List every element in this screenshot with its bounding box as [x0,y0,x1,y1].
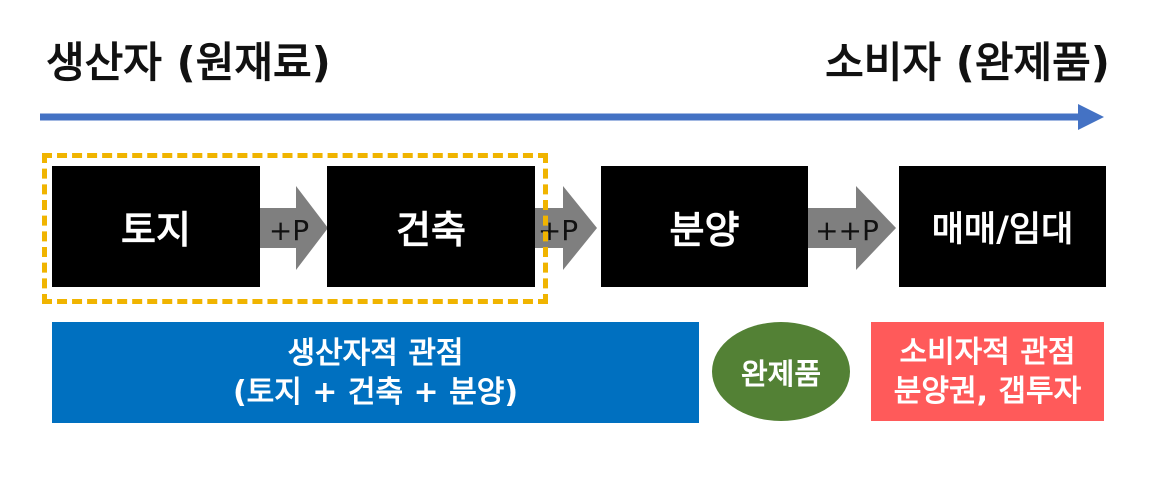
consumer-view-line1: 소비자적 관점 [899,334,1076,370]
stage-construction-label: 건축 [396,208,466,252]
connector-label-1: +P [269,214,309,247]
consumer-view-panel: 소비자적 관점 분양권, 갭투자 [871,322,1104,421]
finished-product-label: 완제품 [740,356,822,391]
stage-construction: 건축 [327,166,535,287]
connector-arrow-1: +P [260,186,328,270]
producer-view-panel: 생산자적 관점 (토지 + 건축 + 분양) [52,322,699,423]
consumer-title: 소비자 (완제품) [825,38,1110,87]
stage-presale-label: 분양 [669,208,740,252]
connector-arrow-1-shape [260,186,328,270]
finished-product-oval: 완제품 [712,322,850,421]
connector-arrow-2: +P [535,186,597,270]
stage-land-label: 토지 [121,208,191,252]
connector-label-3: ++P [815,214,879,247]
timeline-arrow [40,104,1104,130]
stage-trade-lease: 매매/임대 [899,166,1106,287]
producer-view-line2: (토지 + 건축 + 분양) [232,374,519,410]
stage-presale: 분양 [601,166,808,287]
connector-arrow-3-shape [808,186,896,270]
connector-arrow-2-shape [535,186,597,270]
consumer-view-line2: 분양권, 갭투자 [893,373,1082,409]
timeline-arrow-head [1078,104,1104,130]
stage-land: 토지 [52,166,260,287]
producer-title: 생산자 (원재료) [46,38,331,87]
connector-arrow-3: ++P [808,186,896,270]
stage-trade-lease-label: 매매/임대 [931,210,1074,250]
producer-view-line1: 생산자적 관점 [287,335,464,371]
connector-label-2: +P [538,214,578,247]
